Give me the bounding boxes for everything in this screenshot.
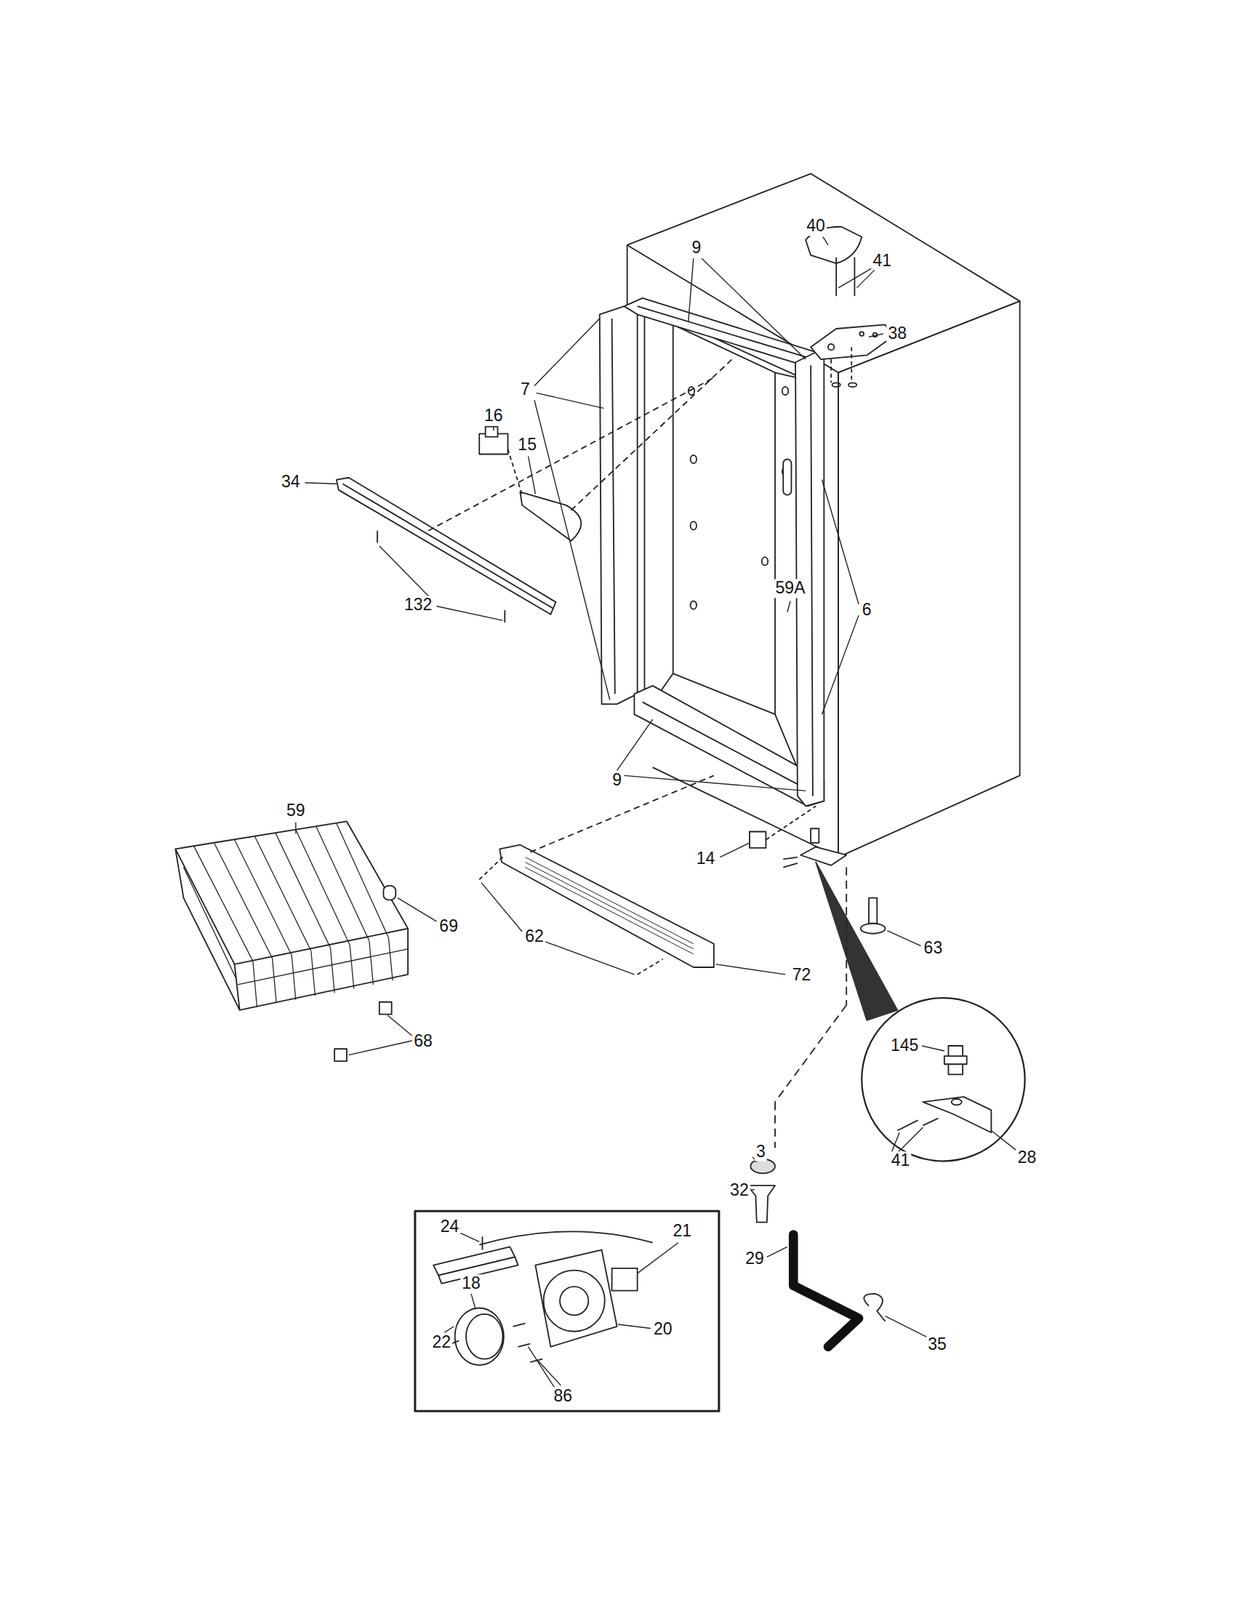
part-number: 16: [482, 407, 505, 426]
part-number: 29: [743, 1249, 766, 1268]
part-number: 41: [889, 1151, 912, 1170]
part-number: 18: [460, 1273, 483, 1292]
part-number: 15: [516, 435, 539, 454]
part-number: 35: [926, 1334, 949, 1354]
part-number: 20: [652, 1319, 674, 1338]
part-number: 3: [754, 1142, 768, 1161]
part-number: 32: [728, 1180, 751, 1199]
part-number: 22: [431, 1332, 453, 1351]
part-number: 6: [860, 600, 874, 619]
part-number: 14: [695, 849, 717, 868]
part-number: 41: [871, 251, 893, 270]
part-number: 132: [402, 595, 434, 614]
part-number: 59: [285, 801, 307, 820]
part-number: 28: [1016, 1148, 1039, 1167]
part-number: 7: [519, 380, 532, 399]
part-number: 62: [523, 927, 546, 946]
part-number: 21: [671, 1221, 694, 1240]
part-number: 59A: [774, 579, 808, 598]
part-number: 68: [412, 1031, 435, 1050]
part-number: 63: [922, 939, 945, 958]
part-number: 24: [439, 1217, 461, 1236]
part-number: 69: [437, 916, 460, 935]
part-number: 40: [804, 217, 827, 236]
part-number: 145: [889, 1036, 920, 1055]
part-number: 72: [791, 965, 813, 984]
part-number: 38: [887, 324, 909, 343]
part-number: 9: [690, 238, 704, 257]
part-number: 9: [610, 770, 624, 789]
part-number: 34: [279, 473, 302, 492]
part-number: 86: [551, 1387, 574, 1406]
